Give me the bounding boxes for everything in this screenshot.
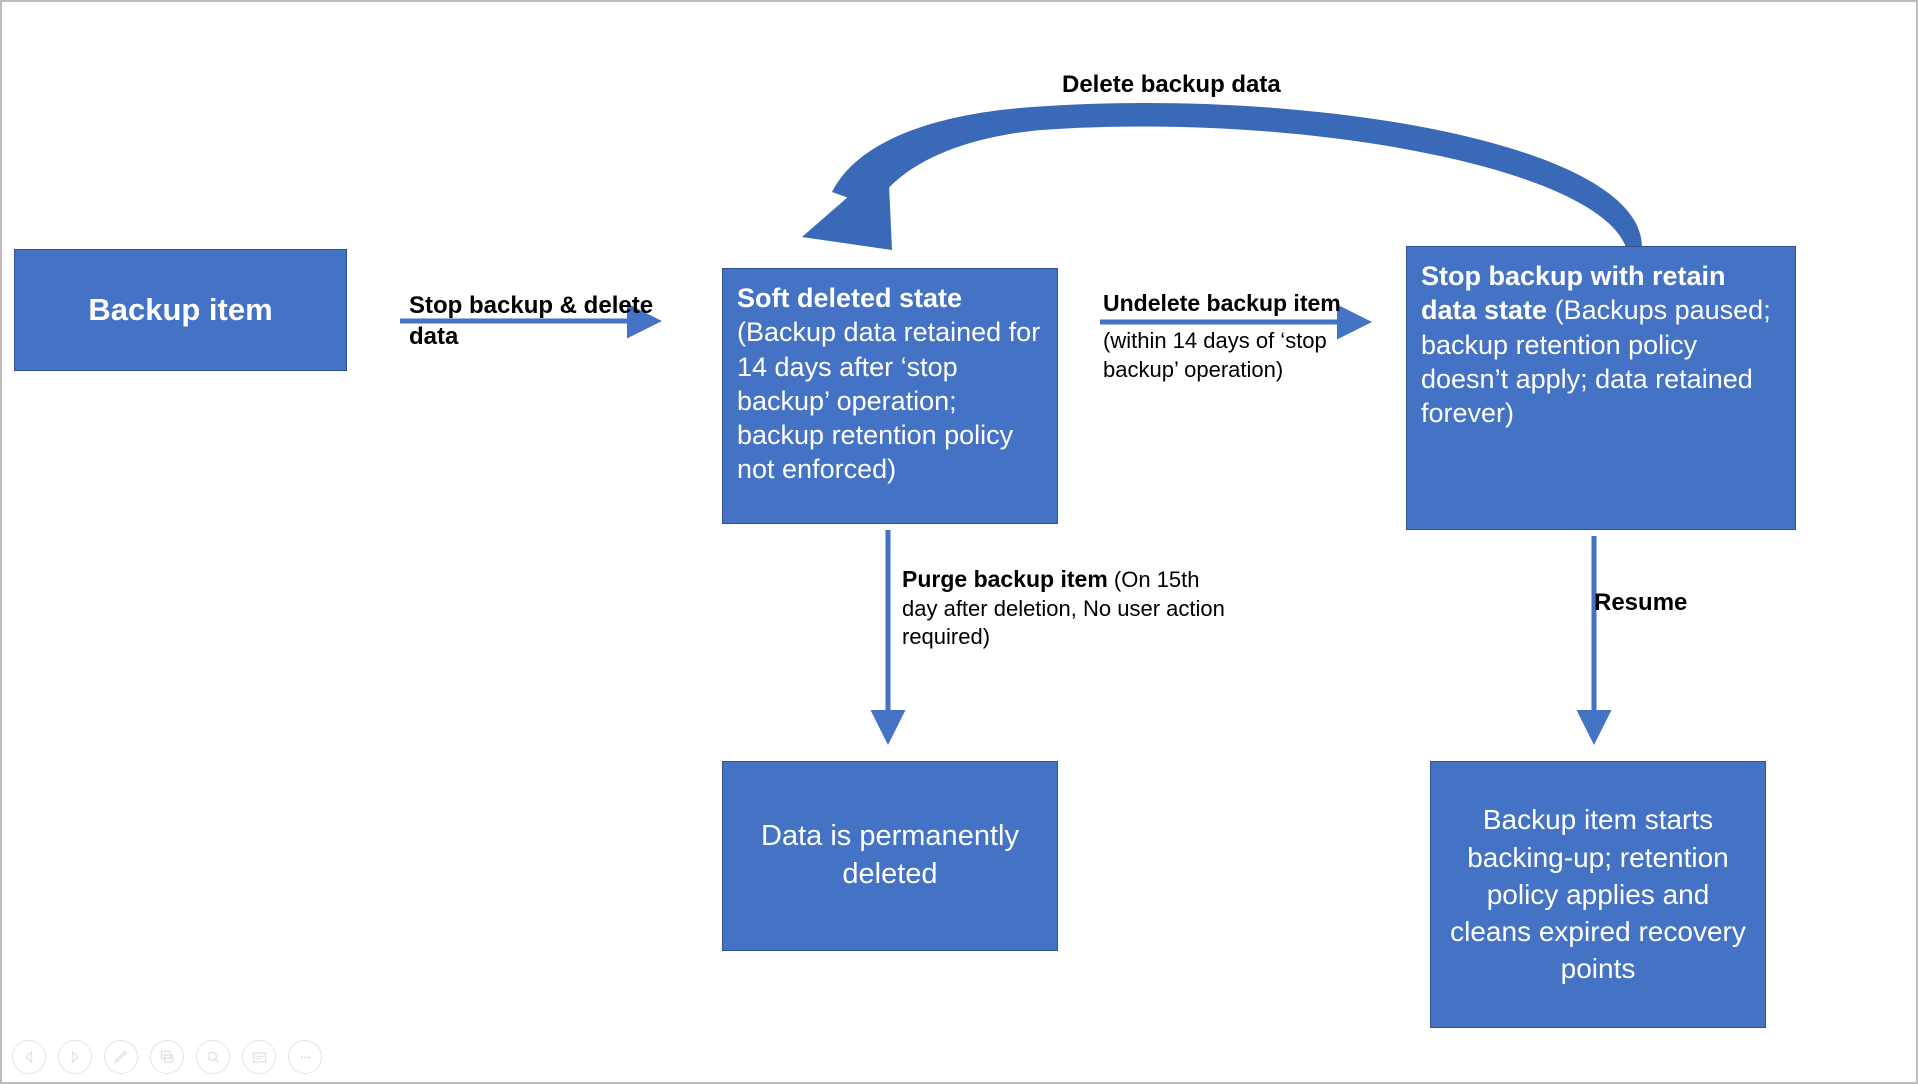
triangle-right-icon bbox=[71, 1050, 79, 1064]
presentation-toolbar bbox=[12, 1040, 322, 1074]
pen-icon bbox=[114, 1050, 127, 1064]
arrow-label-undelete-title: Undelete backup item bbox=[1103, 290, 1341, 316]
previous-slide-button[interactable] bbox=[12, 1040, 46, 1074]
more-options-button[interactable] bbox=[288, 1040, 322, 1074]
node-backup-item[interactable]: Backup item bbox=[14, 249, 347, 371]
zoom-button[interactable] bbox=[196, 1040, 230, 1074]
arrow-label-stop-backup-delete-data: Stop backup & delete data bbox=[409, 292, 654, 351]
node-backup-item-starts-backing-up[interactable]: Backup item starts backing-up; retention… bbox=[1430, 761, 1766, 1028]
node-retain-data-content: Stop backup with retain data state (Back… bbox=[1407, 259, 1795, 430]
node-soft-deleted-content: Soft deleted state (Backup data retained… bbox=[723, 281, 1057, 487]
subtitles-icon bbox=[252, 1051, 266, 1063]
arrow-label-undelete-body: (within 14 days of ‘stop backup’ operati… bbox=[1103, 328, 1327, 382]
next-slide-button[interactable] bbox=[58, 1040, 92, 1074]
arrow-label-purge-body: (On 15th day after deletion, No user act… bbox=[902, 567, 1225, 650]
node-backup-item-label: Backup item bbox=[88, 292, 273, 327]
subtitles-button[interactable] bbox=[242, 1040, 276, 1074]
magnifier-icon bbox=[206, 1050, 219, 1063]
node-soft-deleted-state[interactable]: Soft deleted state (Backup data retained… bbox=[722, 268, 1058, 524]
node-retain-data-body: (Backups paused; backup retention policy… bbox=[1421, 295, 1771, 429]
all-slides-button[interactable] bbox=[150, 1040, 184, 1074]
spacer bbox=[1103, 318, 1371, 327]
node-soft-deleted-body: (Backup data retained for 14 days after … bbox=[737, 317, 1041, 485]
node-data-permanently-deleted[interactable]: Data is permanently deleted bbox=[722, 761, 1058, 951]
arrow-label-purge-backup-item: Purge backup item (On 15th day after del… bbox=[902, 565, 1232, 652]
node-soft-deleted-title: Soft deleted state bbox=[737, 283, 963, 313]
arrow-label-resume: Resume bbox=[1594, 589, 1688, 616]
arrow-delete-backup-data bbox=[802, 102, 1642, 250]
ellipsis-icon bbox=[300, 1055, 310, 1059]
arrow-label-undelete-backup-item: Undelete backup item (within 14 days of … bbox=[1103, 289, 1371, 384]
triangle-left-icon bbox=[25, 1050, 33, 1064]
slides-grid-icon bbox=[160, 1050, 173, 1063]
arrow-label-delete-backup-data: Delete backup data bbox=[1062, 71, 1281, 98]
node-retain-data-title: Stop backup with retain data state bbox=[1421, 261, 1726, 326]
node-backup-item-starts-backing-up-label: Backup item starts backing-up; retention… bbox=[1450, 804, 1746, 985]
arrow-label-purge-title: Purge backup item bbox=[902, 566, 1108, 592]
node-stop-backup-retain-data-state[interactable]: Stop backup with retain data state (Back… bbox=[1406, 246, 1796, 530]
node-data-permanently-deleted-label: Data is permanently deleted bbox=[761, 820, 1019, 890]
pen-tool-button[interactable] bbox=[104, 1040, 138, 1074]
